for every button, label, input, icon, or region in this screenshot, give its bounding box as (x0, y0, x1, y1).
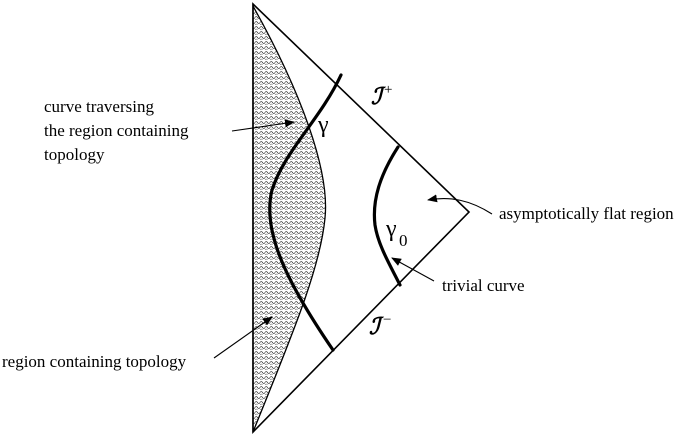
trivial-curve-label: trivial curve (442, 276, 525, 295)
gamma0-symbol: γ (385, 216, 397, 242)
diagram-boundary (252, 2, 471, 434)
curve-traversing-label-line1: curve traversing (44, 97, 154, 116)
scri-plus-sign: + (384, 82, 392, 98)
trivial-curve-arrow (391, 257, 435, 282)
topology-region (252, 3, 327, 433)
curve-traversing-label-line3: topology (44, 145, 105, 164)
curve-traversing-arrow (231, 119, 295, 132)
gamma0-subscript: 0 (399, 231, 408, 250)
asymptotically-flat-arrow (427, 194, 493, 215)
gamma-symbol: γ (317, 112, 329, 138)
curve-traversing-label-line2: the region containing (44, 121, 189, 140)
region-topology-label: region containing topology (2, 352, 187, 371)
asymptotically-flat-label: asymptotically flat region (499, 204, 674, 223)
curve-gamma0 (372, 145, 402, 287)
curve-gamma (268, 73, 343, 352)
scri-minus-sign: − (383, 312, 391, 328)
region-topology-arrow (213, 316, 273, 359)
